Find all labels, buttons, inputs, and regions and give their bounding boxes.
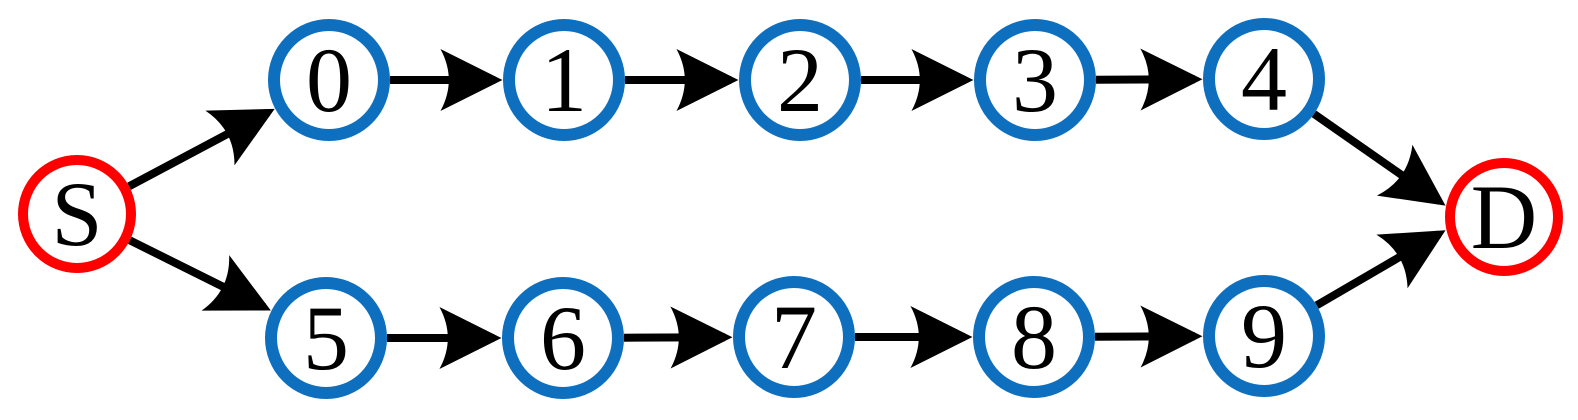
node-2-circle (739, 19, 861, 141)
node-3: 3 (974, 19, 1096, 141)
node-S-label: S (51, 163, 102, 265)
node-S-circle (18, 155, 136, 273)
node-2: 2 (739, 19, 861, 141)
node-2-label: 2 (777, 29, 823, 131)
node-7: 7 (733, 276, 855, 398)
node-D-circle (1445, 158, 1563, 276)
edge-4-D (1311, 110, 1446, 206)
node-1: 1 (503, 19, 625, 141)
node-4-circle (1203, 18, 1325, 140)
node-9: 9 (1203, 275, 1325, 397)
node-8-label: 8 (1011, 286, 1057, 388)
node-8-circle (973, 276, 1095, 398)
node-1-label: 1 (541, 29, 587, 131)
node-6-circle (502, 277, 624, 399)
node-3-label: 3 (1012, 29, 1058, 131)
node-4: 4 (1203, 18, 1325, 140)
nodes-layer: S 0 1 2 3 4 5 6 7 8 9 D (18, 18, 1563, 399)
node-0-circle (268, 19, 390, 141)
node-6-label: 6 (540, 287, 586, 389)
node-D: D (1445, 158, 1563, 276)
node-7-circle (733, 276, 855, 398)
edge-S-0 (127, 108, 275, 190)
node-8: 8 (973, 276, 1095, 398)
node-7-label: 7 (771, 286, 817, 388)
node-0: 0 (268, 19, 390, 141)
node-1-circle (503, 19, 625, 141)
node-D-label: D (1471, 166, 1537, 268)
edges-layer (127, 48, 1446, 369)
edge-9-D (1314, 230, 1446, 309)
edge-S-5 (128, 236, 271, 311)
node-S: S (18, 155, 136, 273)
node-5-circle (265, 277, 387, 399)
node-9-label: 9 (1241, 285, 1287, 387)
node-9-circle (1203, 275, 1325, 397)
node-4-label: 4 (1241, 28, 1287, 130)
node-5-label: 5 (303, 287, 349, 389)
node-0-label: 0 (306, 29, 352, 131)
node-3-circle (974, 19, 1096, 141)
node-6: 6 (502, 277, 624, 399)
node-5: 5 (265, 277, 387, 399)
